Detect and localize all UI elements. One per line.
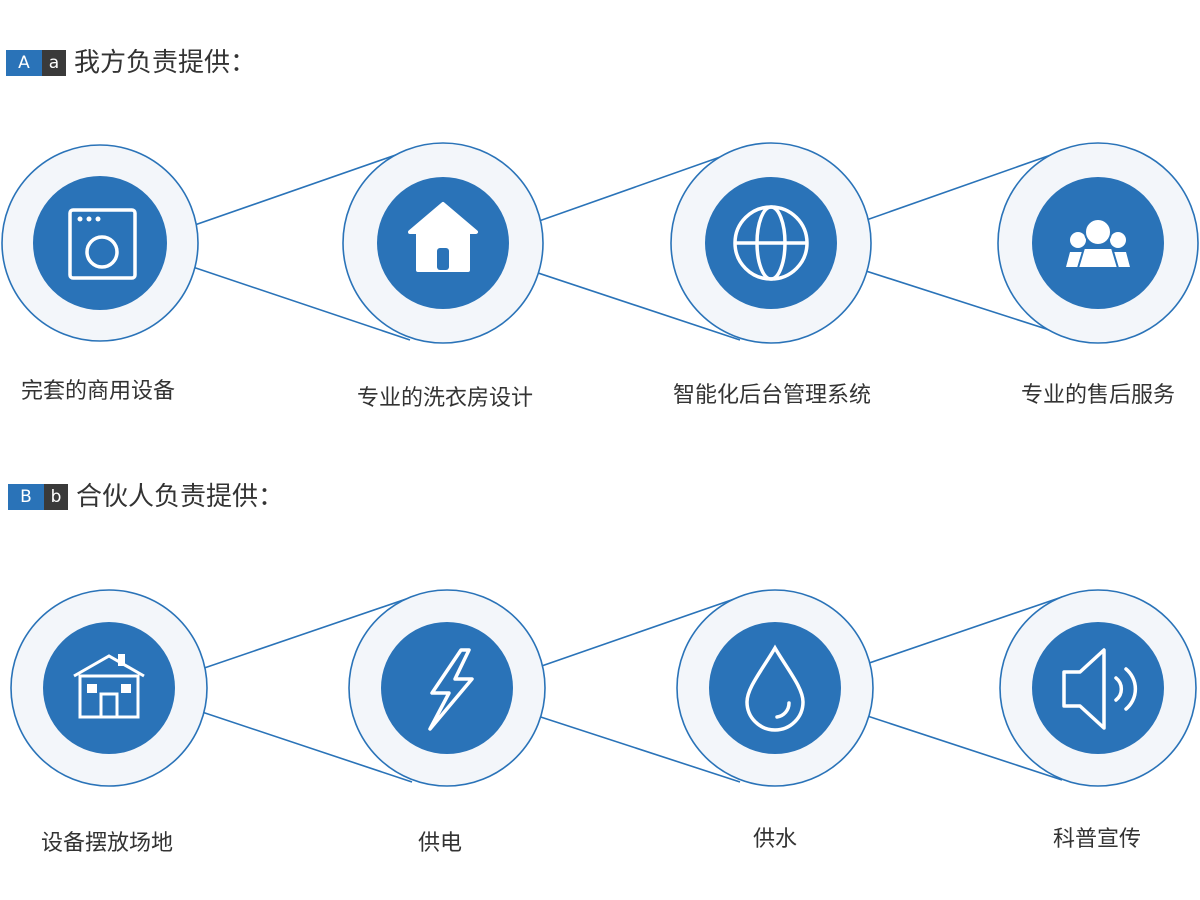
people-icon bbox=[1066, 218, 1130, 269]
globe-icon bbox=[733, 205, 809, 281]
connector-b2-b3-top bbox=[509, 596, 741, 678]
node-core bbox=[381, 622, 513, 754]
row-a-connectors bbox=[165, 149, 1066, 341]
section-b-label-3: 供水 bbox=[752, 827, 797, 852]
connector-b3-b4-top bbox=[839, 596, 1063, 674]
node-b3 bbox=[676, 589, 874, 787]
node-core bbox=[33, 176, 167, 310]
section-b-header: B b 合伙人负责提供： bbox=[8, 482, 284, 512]
section-a-label-2: 专业的洗衣房设计 bbox=[356, 386, 533, 411]
connector-a2-a3-top bbox=[504, 149, 741, 234]
section-a-badge-upper: A bbox=[6, 50, 42, 76]
connector-b3-b4-bottom bbox=[839, 706, 1063, 781]
connector-a3-a4-bottom bbox=[837, 261, 1066, 336]
section-b-label-1: 设备摆放场地 bbox=[40, 831, 173, 856]
water-drop-icon bbox=[745, 644, 805, 732]
section-b-label-2: 供电 bbox=[417, 831, 462, 856]
node-a3 bbox=[670, 142, 872, 344]
node-core bbox=[43, 622, 175, 754]
house-icon bbox=[408, 202, 478, 272]
connector-a2-a3-bottom bbox=[504, 261, 741, 341]
node-a4 bbox=[997, 142, 1199, 344]
section-b-title: 合伙人负责提供： bbox=[76, 482, 285, 512]
row-b-connectors bbox=[174, 596, 1063, 783]
building-icon bbox=[73, 654, 145, 719]
node-core bbox=[1032, 622, 1164, 754]
connector-b1-b2-bottom bbox=[174, 702, 413, 783]
connector-a1-a2-bottom bbox=[165, 257, 411, 341]
node-a1 bbox=[1, 144, 199, 342]
connector-a3-a4-top bbox=[837, 149, 1066, 231]
node-core bbox=[709, 622, 841, 754]
section-a-label-3: 智能化后台管理系统 bbox=[672, 383, 871, 408]
section-a-badge-lower: a bbox=[42, 50, 66, 76]
connector-a1-a2-top bbox=[165, 149, 411, 236]
section-b-badge-lower: b bbox=[44, 484, 68, 510]
connector-b2-b3-bottom bbox=[509, 706, 741, 783]
washing-machine-icon bbox=[68, 208, 137, 280]
section-a-header: A a 我方负责提供： bbox=[6, 48, 256, 78]
section-b-label-4: 科普宣传 bbox=[1052, 827, 1141, 852]
lightning-icon bbox=[428, 648, 474, 731]
section-a-label-4: 专业的售后服务 bbox=[1020, 383, 1175, 408]
connector-b1-b2-top bbox=[174, 596, 413, 679]
section-a-title: 我方负责提供： bbox=[74, 48, 257, 78]
speaker-icon bbox=[1062, 648, 1138, 730]
section-a-label-1: 完套的商用设备 bbox=[20, 379, 175, 404]
node-a2 bbox=[342, 142, 544, 344]
node-b2 bbox=[348, 589, 546, 787]
node-b1 bbox=[10, 589, 208, 787]
section-b-badge-upper: B bbox=[8, 484, 44, 510]
node-b4 bbox=[999, 589, 1197, 787]
